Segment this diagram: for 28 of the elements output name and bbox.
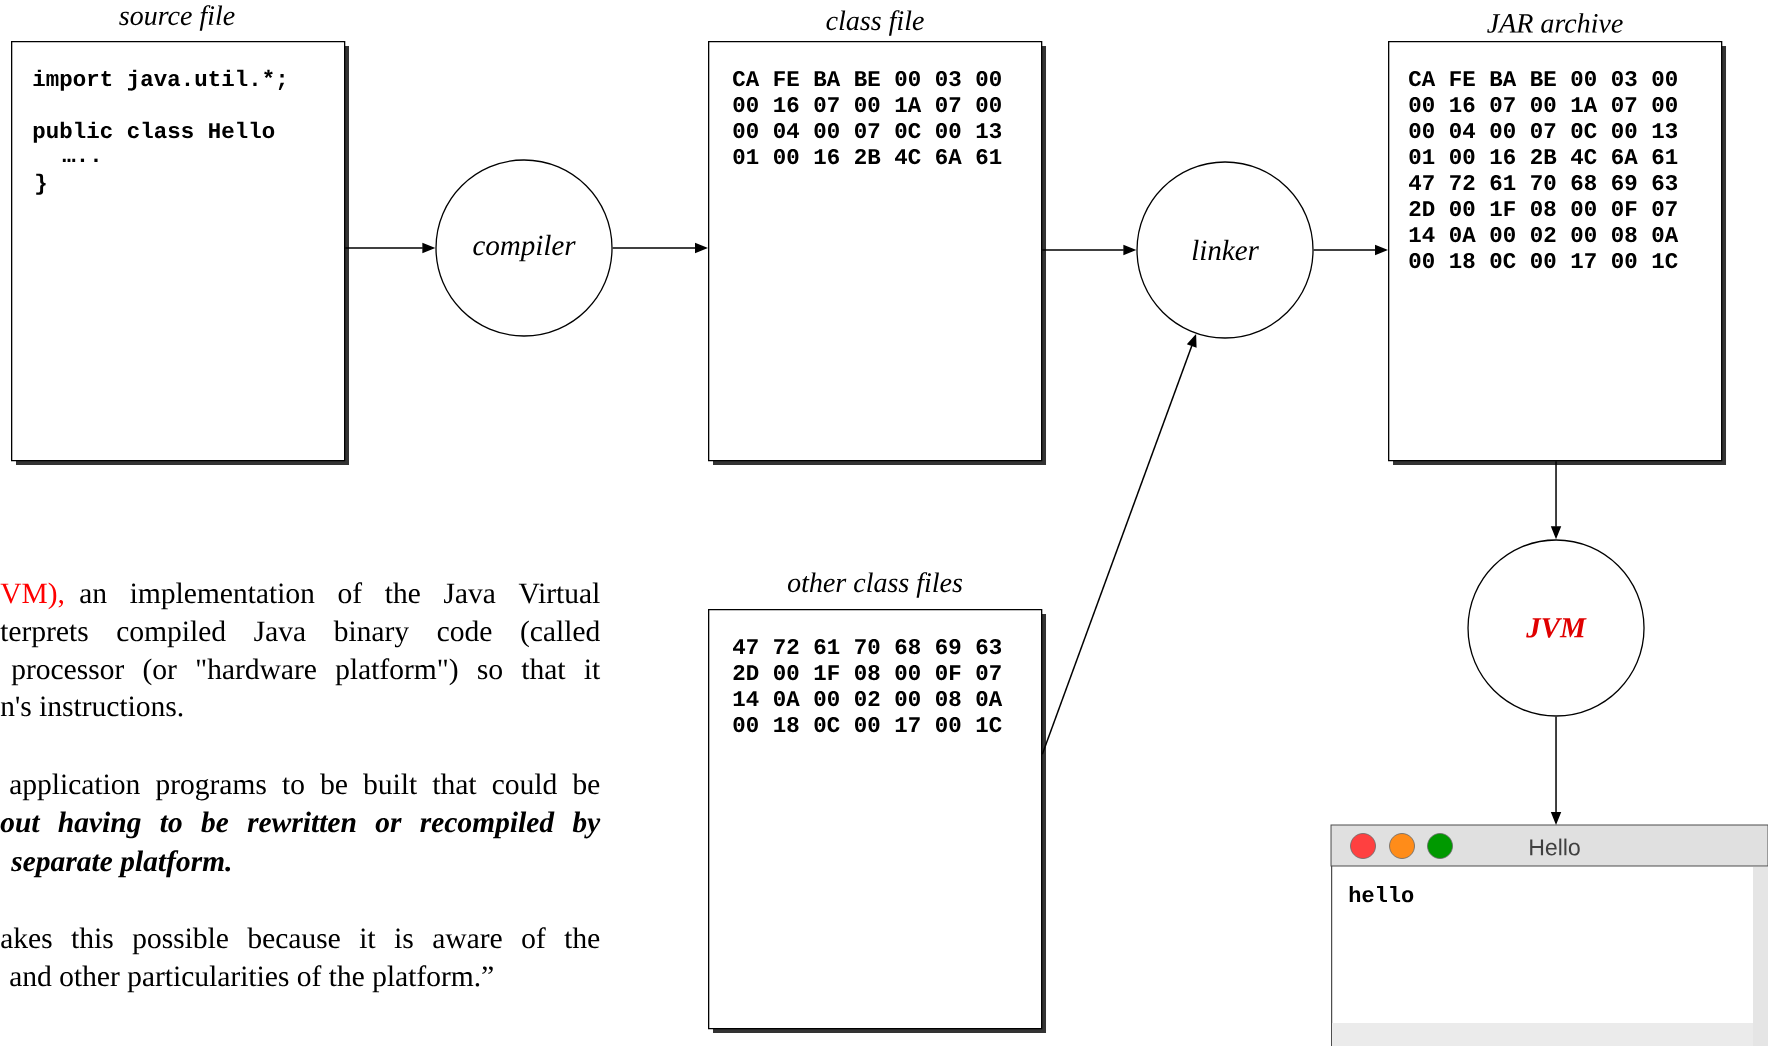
hex-row: 01 00 16 2B 4C 6A 61	[733, 148, 1002, 165]
text-line: n's instructions.	[0, 696, 183, 717]
text-line: an implementation of the Java Virtual	[80, 582, 600, 610]
code-line: }	[36, 173, 46, 195]
hex-row: 2D 00 1F 08 00 0F 07	[733, 664, 1001, 681]
text-line: processor (or "hardware platform") so that it	[11, 658, 601, 686]
title-bar: Hello	[1330, 824, 1768, 867]
hex-row: 14 0A 00 02 00 08 0A	[733, 690, 1003, 707]
text-line: application programs to be built that could be	[10, 773, 600, 801]
text-line: out having to be rewritten or recompiled by	[0, 811, 601, 839]
text-line: terprets compiled Java binary code (called	[0, 620, 600, 648]
code-line: …..	[62, 158, 98, 162]
hex-row: 47 72 61 70 68 69 63	[733, 638, 1002, 655]
file-title: other class files	[787, 572, 963, 598]
text-line: akes this possible because it is aware of the	[1, 927, 600, 955]
code-line: import java.util.*;	[33, 69, 285, 91]
file-title: source file	[119, 5, 235, 31]
text-line: and other particularities of the platform.”	[10, 965, 493, 993]
text-line: separate platform.	[11, 850, 231, 878]
code-line: public class Hello	[33, 121, 275, 143]
hex-row: CA FE BA BE 00 03 00	[733, 70, 1001, 87]
file-title: JAR archive	[1487, 13, 1623, 33]
file-title: class file	[826, 10, 924, 36]
output-text: hello	[1349, 886, 1414, 903]
text-line: VM),	[0, 582, 64, 610]
hex-row: 00 16 07 00 1A 07 00	[733, 96, 1001, 113]
hex-row: 00 04 00 07 0C 00 13	[733, 122, 1002, 139]
hex-row: 00 18 0C 00 17 00 1C	[733, 716, 1002, 733]
